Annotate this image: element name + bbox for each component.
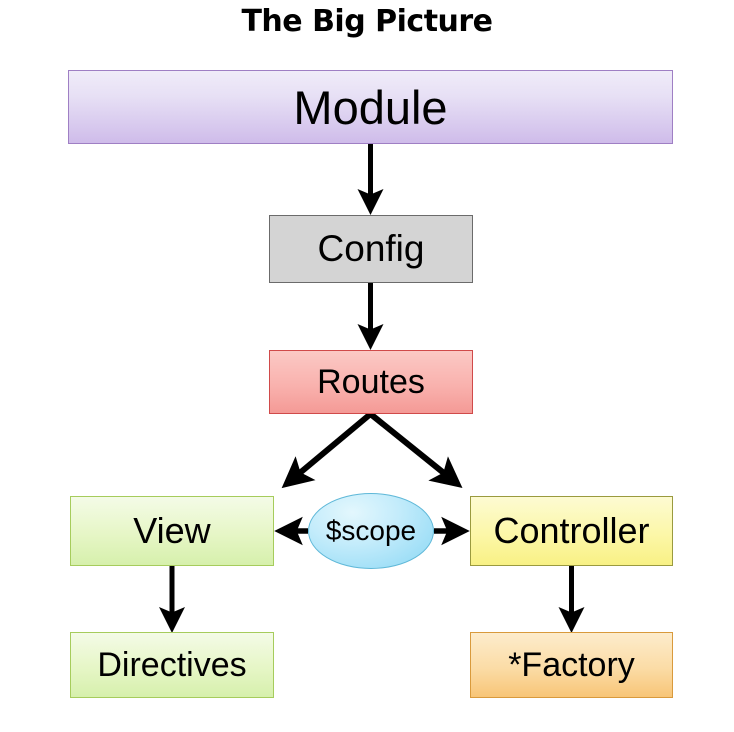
node-routes[interactable]: Routes [269,350,473,414]
node-factory-label: *Factory [508,645,635,684]
node-scope-label: $scope [325,515,417,546]
node-module[interactable]: Module [68,70,673,144]
edge-routes-to-controller [368,411,463,489]
node-view[interactable]: View [70,496,274,566]
node-factory[interactable]: *Factory [470,632,673,698]
node-module-label: Module [293,80,448,134]
node-config[interactable]: Config [269,215,473,283]
node-controller[interactable]: Controller [470,496,673,566]
node-config-label: Config [317,228,425,269]
edge-routes-to-view [281,411,373,489]
page-title: The Big Picture [241,4,493,39]
node-routes-label: Routes [317,362,425,401]
node-controller-label: Controller [493,510,650,551]
node-scope[interactable]: $scope [308,493,434,569]
node-view-label: View [133,510,211,551]
node-directives[interactable]: Directives [70,632,274,698]
node-directives-label: Directives [97,645,247,684]
